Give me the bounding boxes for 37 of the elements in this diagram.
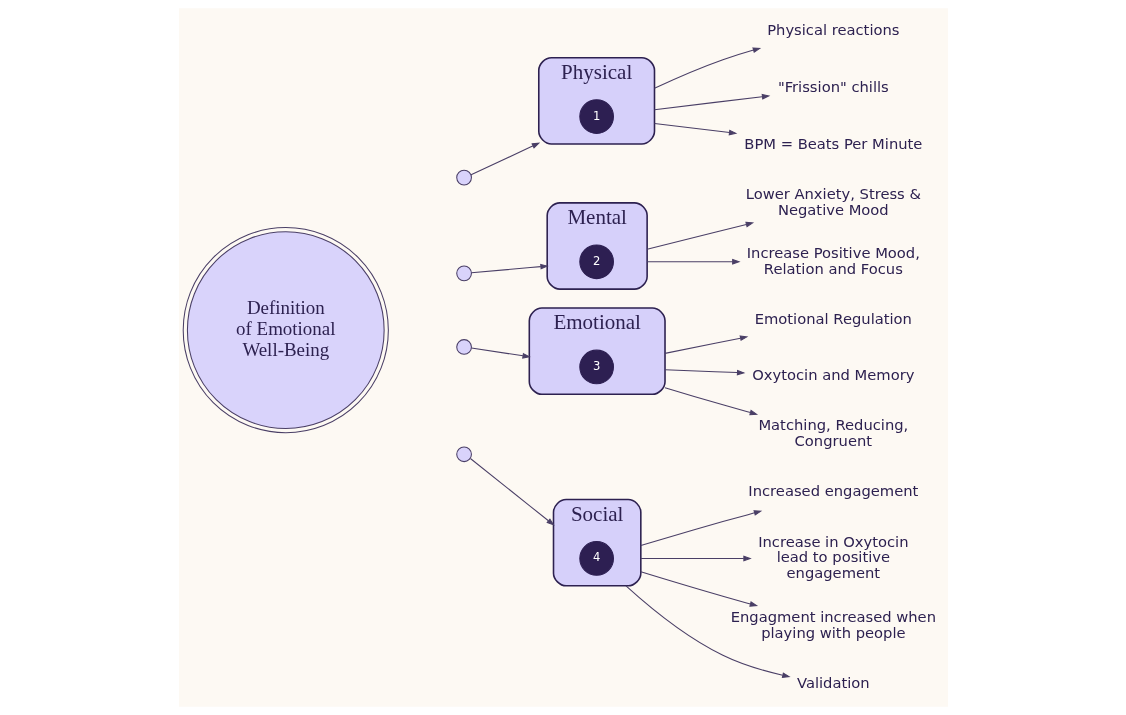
arrow: [653, 47, 761, 89]
node-circle: 2: [578, 244, 614, 280]
arrow: [469, 457, 555, 526]
node-circle: 4: [578, 541, 614, 576]
node-circle: [455, 339, 472, 355]
node-circle: 3: [578, 349, 614, 385]
arrow: [624, 585, 791, 678]
node-text: Validation: [796, 673, 870, 691]
arrow: [664, 369, 745, 376]
node-text: Engagment increased when playing with people: [730, 607, 936, 641]
node-text: BPM = Beats Per Minute: [743, 134, 922, 152]
node-circle: [455, 446, 472, 463]
node-circle: 1: [578, 99, 614, 134]
arrow: [664, 387, 758, 416]
node-circle: Definition of Emotional Well-Being: [182, 227, 389, 434]
arrow: [470, 142, 540, 176]
arrow: [653, 93, 770, 111]
node-text: Increase in Oxytocin lead to positive engagement: [757, 532, 909, 582]
node-text: Emotional Regulation: [754, 309, 912, 327]
node-circle: [455, 265, 472, 282]
node-text: Physical reactions: [766, 21, 899, 39]
arrow: [470, 263, 549, 274]
arrow: [639, 510, 762, 546]
arrow: [639, 555, 752, 562]
arrow: [470, 347, 531, 359]
node-text: Oxytocin and Memory: [751, 366, 914, 384]
arrow: [639, 571, 758, 607]
node-text: Matching, Reducing, Congruent: [757, 416, 908, 450]
node-text: Increased engagement: [747, 482, 918, 500]
arrow: [646, 258, 741, 265]
arrow: [646, 221, 754, 250]
node-text: Lower Anxiety, Stress & Negative Mood: [745, 184, 921, 218]
node-text: "Frission" chills: [777, 78, 889, 96]
arrow: [664, 335, 748, 354]
arrow: [653, 122, 737, 136]
node-circle: [455, 169, 472, 186]
node-text: Increase Positive Mood, Relation and Focus: [746, 243, 920, 277]
